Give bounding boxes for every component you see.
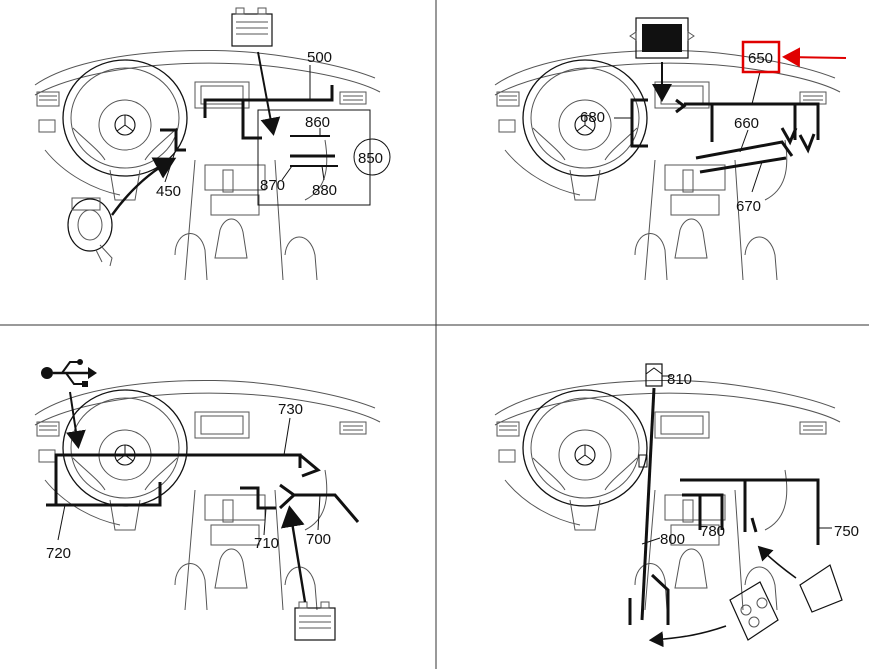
module-arrow xyxy=(280,505,307,603)
harness-680 xyxy=(630,98,648,148)
label-680: 680 xyxy=(580,109,605,126)
label-780: 780 xyxy=(700,523,725,540)
panel-arrow xyxy=(757,545,797,579)
rear-panel-icon xyxy=(799,564,843,613)
highlight-box-650 xyxy=(741,40,781,74)
usb-icon xyxy=(41,359,97,387)
clock-spring-component xyxy=(67,197,113,267)
control-module-icon xyxy=(231,7,273,47)
connector-810-icon xyxy=(645,363,663,387)
label-810: 810 xyxy=(667,371,692,388)
label-880: 880 xyxy=(312,182,337,199)
label-710: 710 xyxy=(254,535,279,552)
harness-780 xyxy=(682,493,724,530)
harness-670 xyxy=(699,156,787,174)
dashboard-drawing xyxy=(494,379,841,611)
harness-660 xyxy=(695,140,794,160)
harness-500 xyxy=(203,85,334,118)
label-730: 730 xyxy=(278,401,303,418)
harness-800-lower xyxy=(628,573,670,625)
label-720: 720 xyxy=(46,545,71,562)
label-670: 670 xyxy=(736,198,761,215)
panel-top-left: 500 860 850 870 880 450 xyxy=(34,7,391,281)
harness-450 xyxy=(160,128,186,152)
label-700: 700 xyxy=(306,531,331,548)
label-850: 850 xyxy=(358,150,383,167)
harness-500-branch xyxy=(241,100,262,140)
harness-720 xyxy=(46,482,162,507)
label-800: 800 xyxy=(660,531,685,548)
panel-top-right: 650 680 660 670 xyxy=(494,17,847,281)
usb-arrow xyxy=(66,391,86,449)
component-arrow xyxy=(111,157,177,216)
label-750: 750 xyxy=(834,523,859,540)
harness-800 xyxy=(640,387,656,621)
label-660: 660 xyxy=(734,115,759,132)
highlight-arrow xyxy=(782,47,847,68)
harness-710 xyxy=(240,486,276,510)
harness-750 xyxy=(680,478,820,545)
control-module-icon xyxy=(294,601,336,641)
rear-vent-controls-icon xyxy=(729,581,779,641)
label-870: 870 xyxy=(260,177,285,194)
label-450: 450 xyxy=(156,183,181,200)
module-arrow xyxy=(257,51,281,136)
label-500: 500 xyxy=(307,49,332,66)
dashboard-drawing xyxy=(494,49,841,281)
label-650: 650 xyxy=(748,50,773,67)
vent-arrow xyxy=(648,625,727,648)
harness-730 xyxy=(54,453,302,505)
detail-box xyxy=(257,109,371,206)
panel-bottom-right: 810 800 780 750 xyxy=(494,363,859,648)
label-860: 860 xyxy=(305,114,330,131)
panel-bottom-left: 730 720 710 700 xyxy=(34,359,381,641)
harness-700 xyxy=(278,483,360,523)
display-unit-icon xyxy=(629,17,695,59)
callout-circle xyxy=(353,138,391,176)
